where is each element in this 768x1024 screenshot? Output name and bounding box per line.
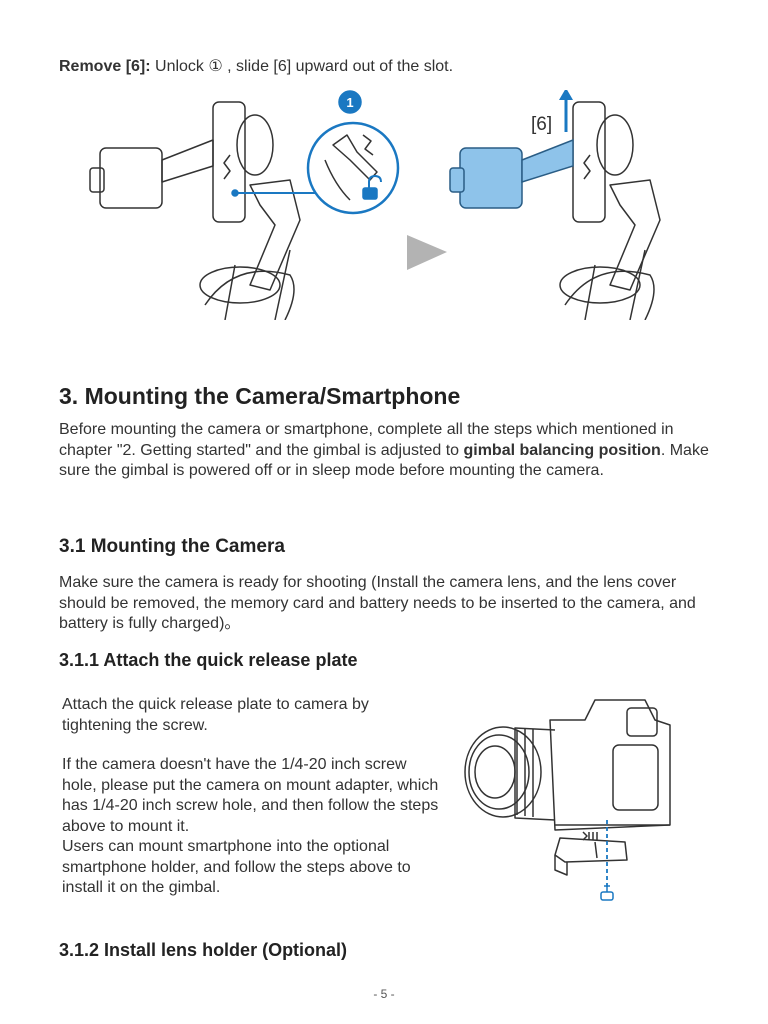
left-gimbal-handle <box>224 249 291 320</box>
intro-part-1: Before mounting the camera or smartphone… <box>59 421 674 459</box>
intro-part-2: . Make sure the gimbal is powered off or… <box>59 441 709 480</box>
intro-bold: gimbal balancing position <box>463 441 661 459</box>
mounting-screw <box>600 885 614 901</box>
remove-label: Remove [6]: <box>59 58 151 75</box>
section-3-1-1-title: 3.1.1 Attach the quick release plate <box>59 650 358 670</box>
remove-instruction: Remove [6]: Unlock ① , slide [6] upward … <box>59 56 453 76</box>
section-3-1-text: Make sure the camera is ready for shooti… <box>59 574 696 632</box>
next-step-arrow <box>407 235 447 270</box>
section-3-intro: Before mounting the camera or smartphone… <box>59 420 709 482</box>
section-3-1-title: 3.1 Mounting the Camera <box>59 536 285 557</box>
section-3-1-1-p3: Users can mount smartphone into the opti… <box>62 838 411 896</box>
section-3-1-1-p2: If the camera doesn't have the 1/4-20 in… <box>62 756 439 835</box>
gimbal-remove-illustration: 1 [6] <box>89 90 661 320</box>
page-number: - 5 - <box>373 987 395 1001</box>
slide-up-arrow <box>559 90 573 132</box>
slot-label: [6] <box>531 114 552 135</box>
remove-text: Unlock ① , slide [6] upward out of the s… <box>150 58 454 75</box>
step-badge <box>338 90 362 114</box>
section-3-title: 3. Mounting the Camera/Smartphone <box>59 383 461 409</box>
section-3-1-2-title: 3.1.2 Install lens holder (Optional) <box>59 940 348 960</box>
unlock-icon <box>362 187 378 200</box>
camera-plate-illustration <box>464 699 671 901</box>
phone-holder-highlight <box>449 138 574 209</box>
section-3-1-1-p2-p3: If the camera doesn't have the 1/4-20 in… <box>62 755 442 899</box>
step-badge-number: 1 <box>346 95 353 110</box>
section-3-1-1-p1: Attach the quick release plate to camera… <box>62 696 369 734</box>
